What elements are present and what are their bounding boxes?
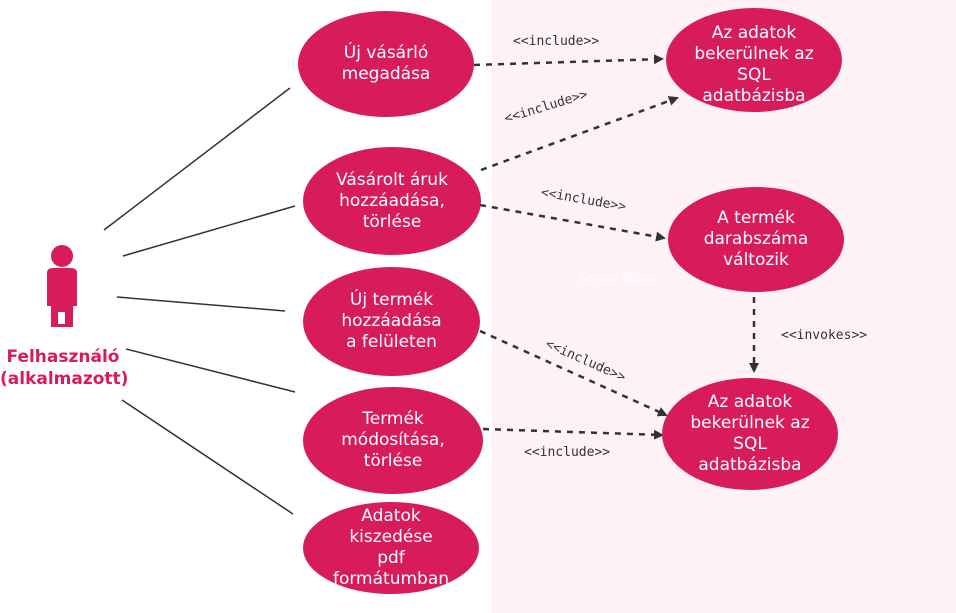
usecase-line: módosítása,	[341, 430, 445, 450]
usecase-line: Az adatok	[707, 392, 793, 412]
association-line-vasarolt-aruk	[122, 205, 296, 257]
usecase-adatok-kiszedese[interactable]: Adatok kiszedése pdf formátumban	[303, 502, 479, 594]
usecase-uj-termek[interactable]: Új termék hozzáadása a felületen	[303, 267, 480, 376]
usecase-line: bekerülnek az	[690, 413, 810, 433]
actor-label-line1: Felhasználó	[6, 347, 120, 367]
usecase-line: változik	[723, 250, 789, 270]
usecase-line: a felületen	[346, 332, 437, 352]
usecase-line: adatbázisba	[702, 86, 806, 106]
include-label-5: <<include>>	[524, 445, 611, 460]
usecase-termek-modositasa[interactable]: Termék módosítása, törlése	[303, 387, 483, 494]
include-arrow-5	[482, 427, 664, 440]
usecase-sql-top[interactable]: Az adatok bekerülnek az SQL adatbázisba	[666, 8, 842, 112]
usecase-line: adatbázisba	[698, 455, 802, 475]
usecase-line: Vásárolt áruk	[336, 169, 448, 190]
include-arrow-3	[479, 203, 666, 242]
usecase-line: SQL	[737, 65, 771, 85]
include-arrow-1	[473, 54, 664, 67]
association-line-uj-vasarlo	[103, 87, 291, 231]
usecase-line: pdf formátumban	[332, 548, 450, 589]
usecase-sql-bottom[interactable]: Az adatok bekerülnek az SQL adatbázisba	[662, 378, 838, 490]
user-icon	[47, 245, 77, 327]
usecase-line: Új vásárló	[343, 43, 429, 63]
invokes-label: <<invokes>>	[781, 328, 868, 343]
usecase-uj-vasarlo[interactable]: Új vásárló megadása	[298, 11, 474, 117]
usecase-vasarolt-aruk[interactable]: Vásárolt áruk hozzáadása, törlése	[303, 147, 481, 255]
actor-label-line2: (alkalmazott)	[0, 369, 129, 389]
actor-label: Felhasználó (alkalmazott)	[0, 346, 129, 390]
usecase-line: törlése	[363, 451, 423, 471]
association-line-termek-modositasa	[125, 348, 296, 393]
usecase-line: SQL	[733, 434, 767, 454]
usecase-line: Új termék	[349, 290, 434, 310]
usecase-line: darabszáma	[703, 229, 809, 249]
include-arrow-4	[479, 329, 668, 417]
usecase-line: hozzáadása	[341, 311, 442, 331]
usecase-line: Termék	[362, 409, 424, 429]
watermark-text: Serve Wine	[578, 271, 658, 287]
usecase-termek-darabszama[interactable]: A termék darabszáma változik	[668, 187, 844, 292]
usecase-line: bekerülnek az	[694, 44, 814, 64]
include-label-1: <<include>>	[513, 34, 600, 49]
usecase-line: megadása	[341, 64, 431, 84]
usecase-line: hozzáadása,	[339, 190, 445, 211]
usecase-line: Az adatok	[711, 23, 797, 43]
association-line-uj-termek	[116, 296, 286, 312]
usecase-line: törlése	[362, 211, 422, 232]
usecase-line: Adatok kiszedése	[349, 506, 433, 547]
association-line-adatok-kiszedese	[121, 399, 294, 515]
usecase-line: A termék	[717, 208, 795, 228]
